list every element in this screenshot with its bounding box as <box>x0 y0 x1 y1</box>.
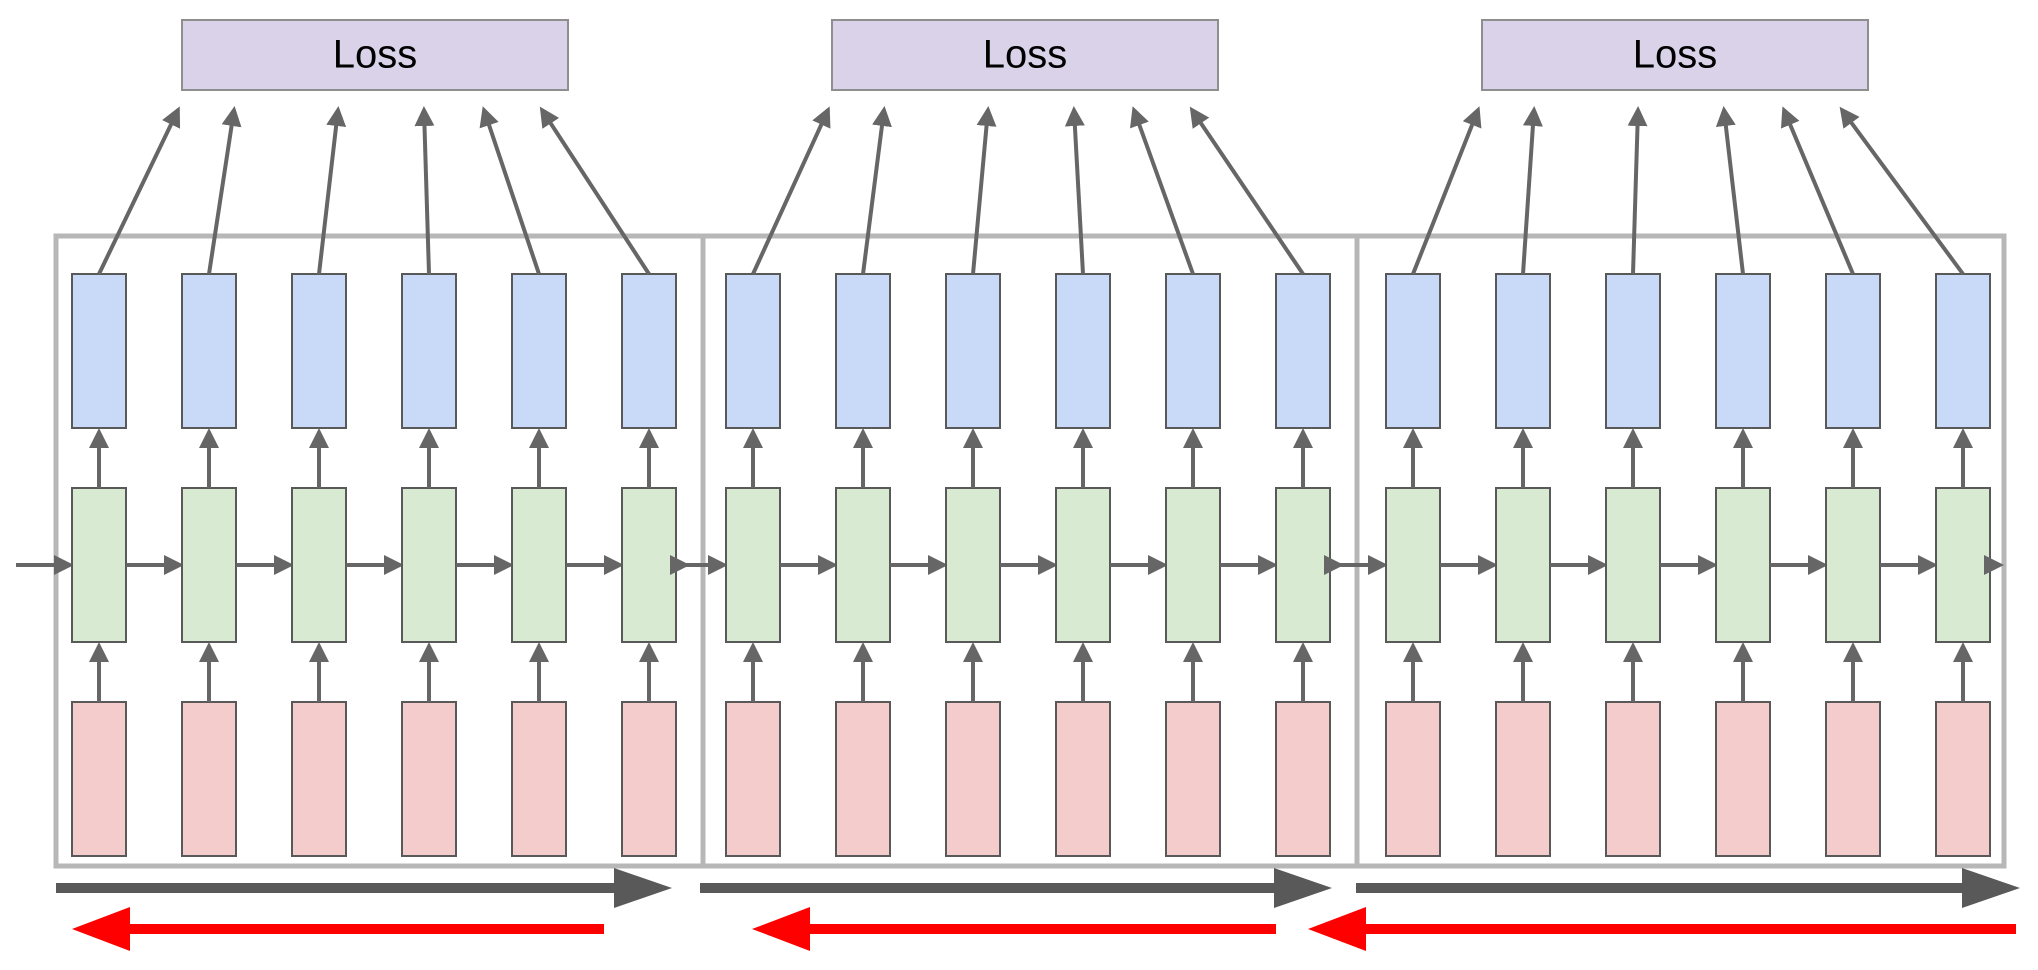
hidden-cell <box>725 487 781 643</box>
input-cell <box>1055 701 1111 857</box>
forward-pass-arrowhead <box>1274 868 1332 908</box>
hidden-cell <box>1385 487 1441 643</box>
output-to-loss-arrow <box>539 106 651 276</box>
hidden-cell <box>1055 487 1111 643</box>
output-cell <box>1495 273 1551 429</box>
output-cell <box>1605 273 1661 429</box>
output-to-loss-arrow <box>479 106 541 275</box>
hidden-cell <box>1825 487 1881 643</box>
output-to-loss-arrow <box>1521 106 1543 275</box>
output-cell <box>291 273 347 429</box>
output-to-loss-arrow <box>751 106 831 275</box>
output-to-loss-arrow <box>1780 106 1855 275</box>
input-cell <box>1275 701 1331 857</box>
output-cell <box>1715 273 1771 429</box>
input-cell <box>181 701 237 857</box>
loss-box <box>1481 19 1869 91</box>
output-to-loss-arrow <box>1189 106 1305 276</box>
forward-pass-shaft <box>700 883 1278 893</box>
hidden-cell <box>71 487 127 643</box>
hidden-cell <box>291 487 347 643</box>
forward-pass-arrowhead <box>1962 868 2020 908</box>
output-cell <box>1935 273 1991 429</box>
input-cell <box>401 701 457 857</box>
input-cell <box>1715 701 1771 857</box>
chunk-frame <box>700 233 1360 869</box>
backward-pass-shaft <box>804 924 1276 934</box>
chunk-3: Loss <box>1308 19 2020 951</box>
hidden-cell <box>1935 487 1991 643</box>
output-to-loss-arrow <box>1839 106 1965 276</box>
input-cell <box>291 701 347 857</box>
input-cell <box>945 701 1001 857</box>
loss-label: Loss <box>333 33 418 77</box>
forward-pass-shaft <box>1356 883 1966 893</box>
input-cell <box>725 701 781 857</box>
output-to-loss-arrow <box>1715 106 1745 275</box>
output-to-loss-arrow <box>317 106 347 275</box>
chunk-2: Loss <box>670 19 1360 951</box>
output-cell <box>1055 273 1111 429</box>
output-to-loss-arrow <box>1411 106 1482 275</box>
input-cell <box>1605 701 1661 857</box>
hidden-cell <box>1495 487 1551 643</box>
input-cell <box>621 701 677 857</box>
hidden-cell <box>181 487 237 643</box>
output-cell <box>511 273 567 429</box>
backward-pass-arrowhead <box>752 907 810 951</box>
backward-pass-arrowhead <box>1308 907 1366 951</box>
output-cell <box>1385 273 1441 429</box>
output-cell <box>725 273 781 429</box>
output-cell <box>181 273 237 429</box>
output-to-loss-arrow <box>861 106 892 275</box>
loss-label: Loss <box>1633 33 1718 77</box>
input-cell <box>1495 701 1551 857</box>
output-cell <box>1275 273 1331 429</box>
output-to-loss-arrow <box>414 106 435 275</box>
hidden-cell <box>1275 487 1331 643</box>
backward-pass-shaft <box>124 924 604 934</box>
output-cell <box>401 273 457 429</box>
hidden-cell <box>945 487 1001 643</box>
loss-box <box>831 19 1219 91</box>
output-cell <box>835 273 891 429</box>
loss-label: Loss <box>983 33 1068 77</box>
output-cell <box>1825 273 1881 429</box>
chunk-1: Loss <box>16 19 706 951</box>
hidden-cell <box>401 487 457 643</box>
hidden-cell <box>511 487 567 643</box>
output-cell <box>1165 273 1221 429</box>
hidden-cell <box>621 487 677 643</box>
output-to-loss-arrow <box>97 106 181 275</box>
output-cell <box>71 273 127 429</box>
output-to-loss-arrow <box>1627 106 1648 275</box>
output-to-loss-arrow <box>1130 106 1195 275</box>
chunk-frame <box>53 233 706 869</box>
input-cell <box>1935 701 1991 857</box>
input-cell <box>1825 701 1881 857</box>
hidden-cell <box>835 487 891 643</box>
backward-pass-shaft <box>1360 924 2016 934</box>
output-cell <box>945 273 1001 429</box>
hidden-cell <box>1165 487 1221 643</box>
hidden-cell <box>1715 487 1771 643</box>
chunk-frame <box>1354 233 2007 869</box>
output-cell <box>621 273 677 429</box>
hidden-cell <box>1605 487 1661 643</box>
input-cell <box>511 701 567 857</box>
loss-box <box>181 19 569 91</box>
input-cell <box>71 701 127 857</box>
input-cell <box>1165 701 1221 857</box>
input-cell <box>835 701 891 857</box>
forward-pass-shaft <box>56 883 618 893</box>
forward-pass-arrowhead <box>614 868 672 908</box>
output-to-loss-arrow <box>1064 106 1085 275</box>
output-to-loss-arrow <box>207 106 242 275</box>
input-cell <box>1385 701 1441 857</box>
output-to-loss-arrow <box>971 106 997 275</box>
backward-pass-arrowhead <box>72 907 130 951</box>
